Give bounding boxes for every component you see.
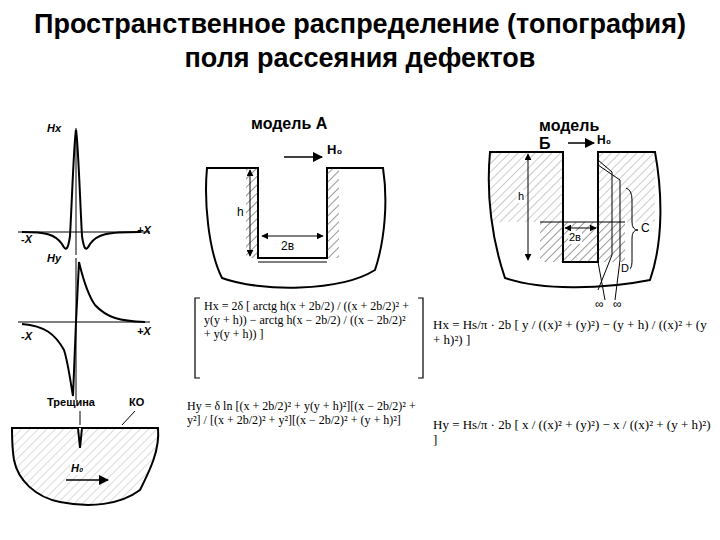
label-slot: -X bbox=[20, 330, 33, 343]
label-slot: +X bbox=[136, 325, 152, 338]
formula: Hy = Hs/π · 2b [ x / ((x)² + (y)²) − x /… bbox=[432, 418, 712, 448]
axis-label: Hy bbox=[46, 252, 62, 265]
title-slot: Пространственное распределение (топограф… bbox=[0, 8, 720, 76]
model-title: модель А bbox=[250, 115, 328, 133]
formula: Hx = Hs/π · 2b [ y / ((x)² + (y)²) − (y … bbox=[432, 318, 712, 348]
label-slot: Трещина bbox=[46, 396, 96, 409]
label-slot: Hx = 2δ [ arctg h(x + 2b/2) / ((x + 2b/2… bbox=[203, 300, 415, 341]
label-slot: ∞ bbox=[612, 298, 623, 312]
label-slot: Hy = δ ln [(x + 2b/2)² + y(y + h)²][(x −… bbox=[186, 400, 426, 428]
dimension-label: h bbox=[517, 190, 525, 203]
symbol-label: ∞ bbox=[594, 298, 605, 312]
dimension-label: 2в bbox=[280, 240, 295, 254]
hx-graph bbox=[18, 128, 150, 255]
label-slot: h bbox=[517, 190, 525, 203]
part-label: КО bbox=[128, 396, 145, 409]
hy-graph bbox=[18, 258, 150, 400]
formula: Hy = δ ln [(x + 2b/2)² + y(y + h)²][(x −… bbox=[186, 400, 426, 428]
field-label: H₀ bbox=[596, 134, 612, 148]
label-slot: H₀ bbox=[70, 462, 84, 475]
field-label: H₀ bbox=[326, 143, 343, 158]
formula-brackets bbox=[195, 298, 423, 378]
axis-label: -X bbox=[20, 233, 33, 246]
dimension-label: h bbox=[236, 206, 245, 220]
part-label: Трещина bbox=[46, 396, 96, 409]
page-title: Пространственное распределение (топограф… bbox=[0, 8, 720, 76]
label-slot: C bbox=[640, 222, 651, 236]
label-slot: Hy bbox=[46, 252, 62, 265]
label-slot: КО bbox=[128, 396, 145, 409]
label-slot: D bbox=[620, 262, 630, 275]
crack-specimen bbox=[12, 411, 158, 505]
label-slot: Hx = Hs/π · 2b [ y / ((x)² + (y)²) − (y … bbox=[432, 318, 712, 348]
axis-label: -X bbox=[20, 330, 33, 343]
model-a-drawing bbox=[206, 157, 385, 288]
field-label: H₀ bbox=[70, 462, 84, 475]
axis-label: Hx bbox=[46, 122, 62, 135]
label-slot: 2в bbox=[568, 231, 582, 244]
label-slot: модель А bbox=[250, 115, 328, 133]
model-b-drawing bbox=[489, 143, 661, 300]
label-slot: h bbox=[236, 206, 245, 220]
label-slot: Hy = Hs/π · 2b [ x / ((x)² + (y)²) − x /… bbox=[432, 418, 712, 448]
symbol-label: ∞ bbox=[612, 298, 623, 312]
label-slot: H₀ bbox=[326, 143, 343, 158]
formula: Hx = 2δ [ arctg h(x + 2b/2) / ((x + 2b/2… bbox=[203, 300, 415, 341]
label-slot: 2в bbox=[280, 240, 295, 254]
label-slot: H₀ bbox=[596, 134, 612, 148]
dimension-label: C bbox=[640, 222, 651, 236]
axis-label: +X bbox=[136, 325, 152, 338]
dimension-label: D bbox=[620, 262, 630, 275]
label-slot: Hx bbox=[46, 122, 62, 135]
dimension-label: 2в bbox=[568, 231, 582, 244]
label-slot: ∞ bbox=[594, 298, 605, 312]
label-slot: -X bbox=[20, 233, 33, 246]
label-slot: +X bbox=[136, 224, 152, 237]
axis-label: +X bbox=[136, 224, 152, 237]
